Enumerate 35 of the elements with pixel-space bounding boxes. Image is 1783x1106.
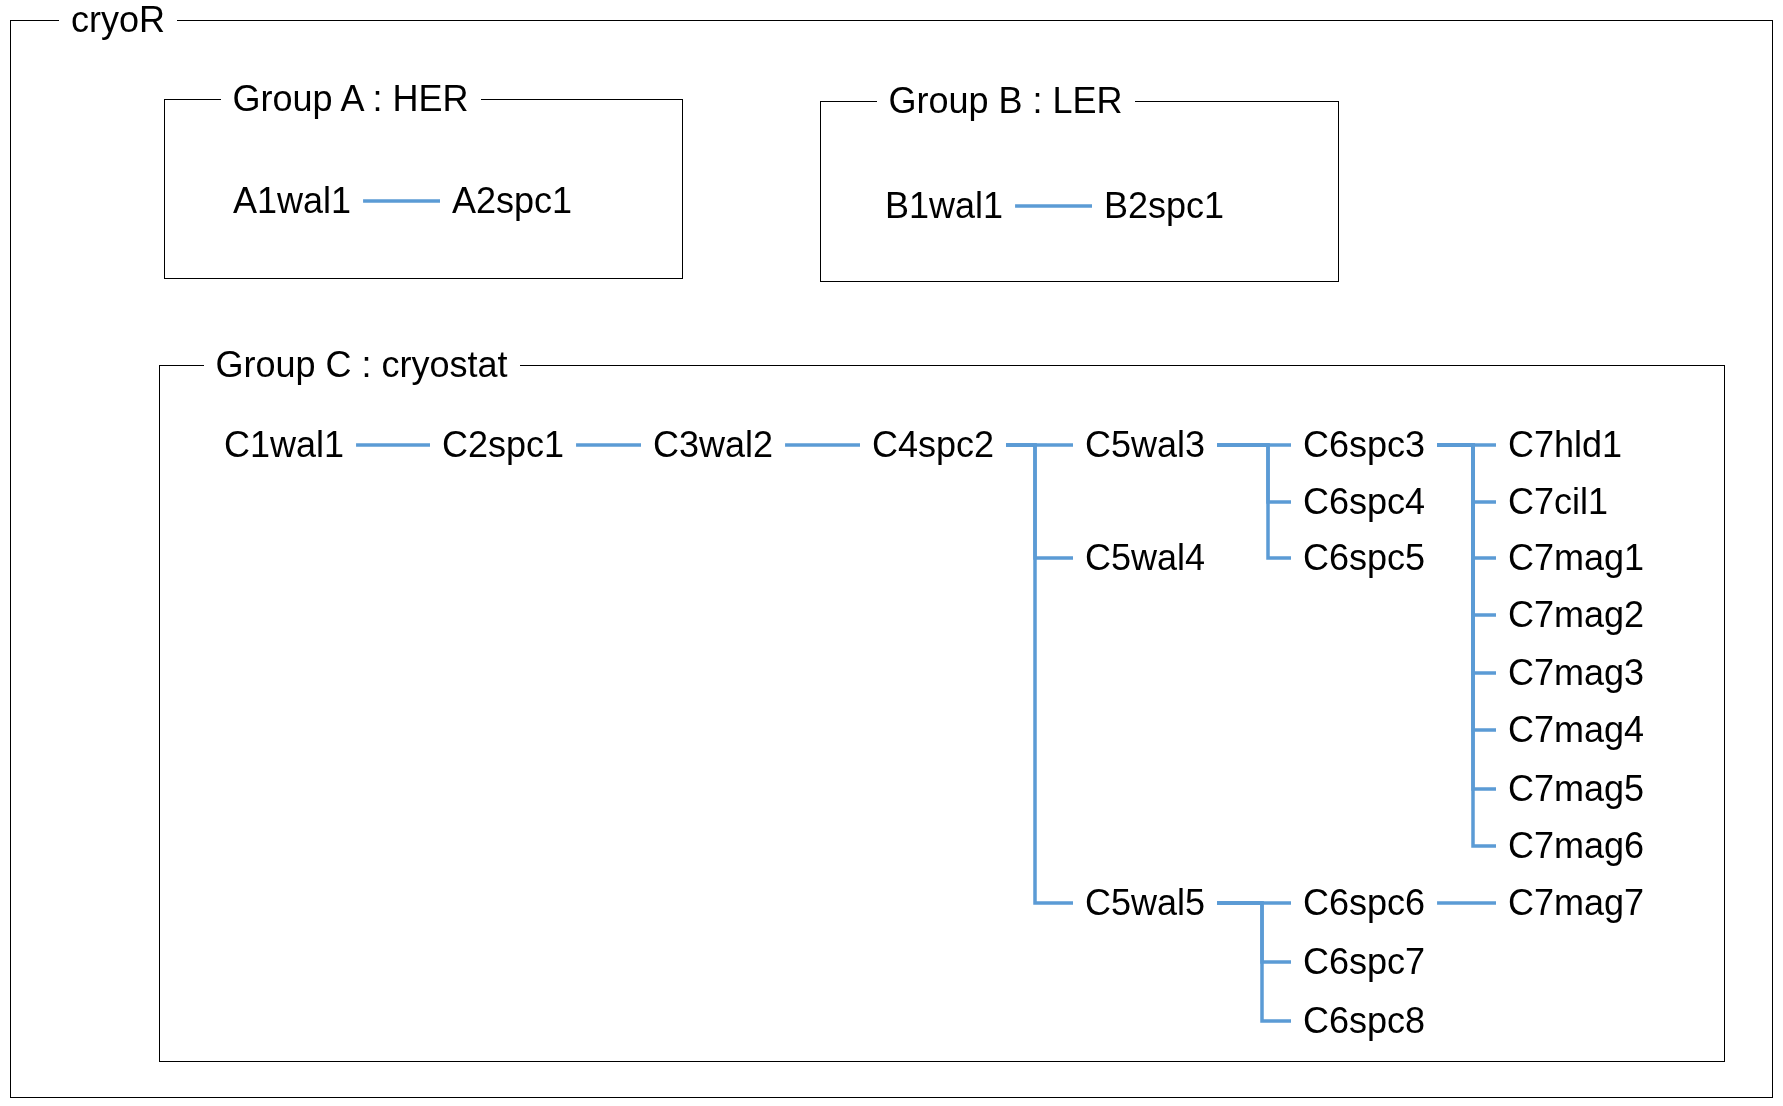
node-label: C5wal4 [1073,536,1218,580]
node-label: C6spc3 [1291,423,1438,467]
connector-line [363,199,440,203]
node-label: C7hld1 [1496,423,1635,467]
node-label: C6spc7 [1291,940,1438,984]
node-label: B2spc1 [1092,184,1237,228]
node-label: C6spc4 [1291,480,1438,524]
connector-line [356,443,430,447]
node-label: C7mag4 [1496,708,1657,752]
node-label: C2spc1 [430,423,577,467]
connector-line [576,443,641,447]
node-label: A1wal1 [221,179,364,223]
node-label: C5wal5 [1073,881,1218,925]
node-label: B1wal1 [873,184,1016,228]
node-label: C1wal1 [212,423,357,467]
connector-line [1006,443,1073,905]
node-label: C7mag7 [1496,881,1657,925]
node-label: C6spc5 [1291,536,1438,580]
node-label: C6spc6 [1291,881,1438,925]
connector-line [1015,204,1092,208]
node-label: C7mag2 [1496,593,1657,637]
node-label: C7cil1 [1496,480,1621,524]
node-label: C3wal2 [641,423,786,467]
node-label: A2spc1 [440,179,585,223]
connector-line [1217,443,1291,560]
node-label: C7mag3 [1496,651,1657,695]
connector-line [1437,901,1496,905]
node-label: C5wal3 [1073,423,1218,467]
connector-line [785,443,860,447]
node-label: C7mag6 [1496,824,1657,868]
node-label: C7mag1 [1496,536,1657,580]
node-label: C6spc8 [1291,999,1438,1043]
node-label: C7mag5 [1496,767,1657,811]
connector-line [1217,901,1291,1023]
node-label: C4spc2 [860,423,1007,467]
